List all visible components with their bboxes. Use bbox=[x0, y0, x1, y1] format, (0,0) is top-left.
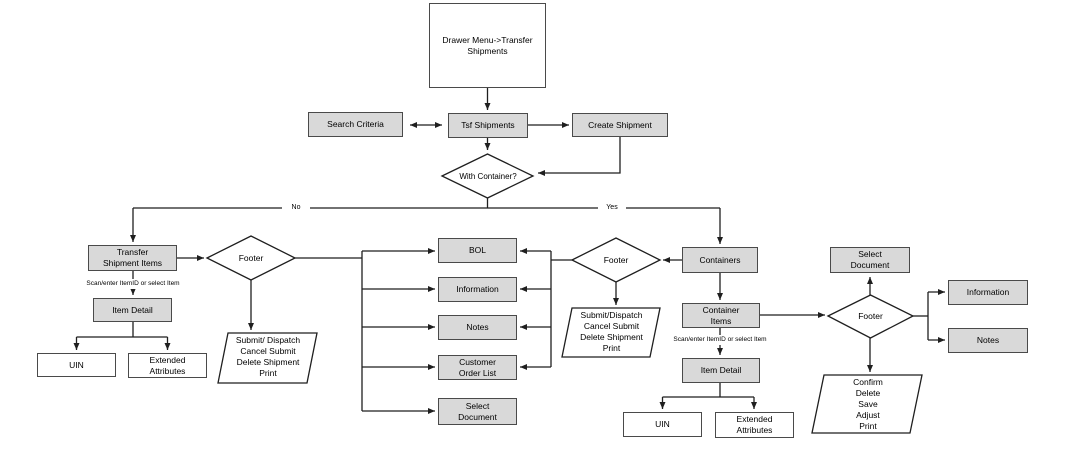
node-select-document-mid: Select Document bbox=[438, 398, 517, 425]
decision-diamond-footer-left bbox=[205, 235, 297, 281]
node-containers: Containers bbox=[682, 247, 758, 273]
decision-with-container-label: With Container? bbox=[459, 171, 517, 181]
node-drawer-menu: Drawer Menu->Transfer Shipments bbox=[429, 3, 546, 88]
node-tsf-shipments: Tsf Shipments bbox=[448, 113, 528, 138]
decision-footer-right-label: Footer bbox=[858, 310, 883, 321]
node-uin-right: UIN bbox=[623, 412, 702, 437]
decision-footer-left-label: Footer bbox=[238, 252, 264, 263]
node-search-criteria: Search Criteria bbox=[308, 112, 403, 137]
node-extended-attributes-left: Extended Attributes bbox=[128, 353, 207, 378]
node-notes-right: Notes bbox=[948, 328, 1028, 353]
actions-right-label: Confirm Delete Save Adjust Print bbox=[853, 377, 883, 431]
parallelogram-actions-left bbox=[217, 332, 318, 384]
edge-label-yes: Yes bbox=[598, 202, 626, 214]
actions-mid-label: Submit/Dispatch Cancel Submit Delete Shi… bbox=[580, 310, 643, 353]
node-container-items: Container Items bbox=[682, 303, 760, 328]
edge-label-scan-left: Scan/enter ItemID or select Item bbox=[73, 279, 193, 289]
parallelogram-actions-mid bbox=[561, 307, 661, 358]
node-information-right: Information bbox=[948, 280, 1028, 305]
node-item-detail-right: Item Detail bbox=[682, 358, 760, 383]
node-uin-left: UIN bbox=[37, 353, 116, 377]
node-select-document-right: Select Document bbox=[830, 247, 910, 273]
node-bol: BOL bbox=[438, 238, 517, 263]
node-create-shipment: Create Shipment bbox=[572, 113, 668, 137]
edge-label-scan-right: Scan/enter ItemID or select Item bbox=[660, 335, 780, 345]
node-item-detail-left: Item Detail bbox=[93, 298, 172, 322]
parallelogram-actions-right bbox=[811, 374, 923, 434]
decision-diamond-footer-mid bbox=[570, 237, 662, 283]
edge-label-no: No bbox=[282, 202, 310, 214]
node-extended-attributes-right: Extended Attributes bbox=[715, 412, 794, 438]
decision-diamond-footer-right bbox=[826, 294, 915, 339]
node-notes-mid: Notes bbox=[438, 315, 517, 340]
actions-left-label: Submit/ Dispatch Cancel Submit Delete Sh… bbox=[235, 335, 301, 378]
node-information-mid: Information bbox=[438, 277, 517, 302]
node-transfer-shipment-items: Transfer Shipment Items bbox=[88, 245, 177, 271]
decision-footer-mid-label: Footer bbox=[603, 254, 629, 265]
node-customer-order-list: Customer Order List bbox=[438, 355, 517, 380]
decision-diamond-with-container bbox=[440, 153, 535, 199]
